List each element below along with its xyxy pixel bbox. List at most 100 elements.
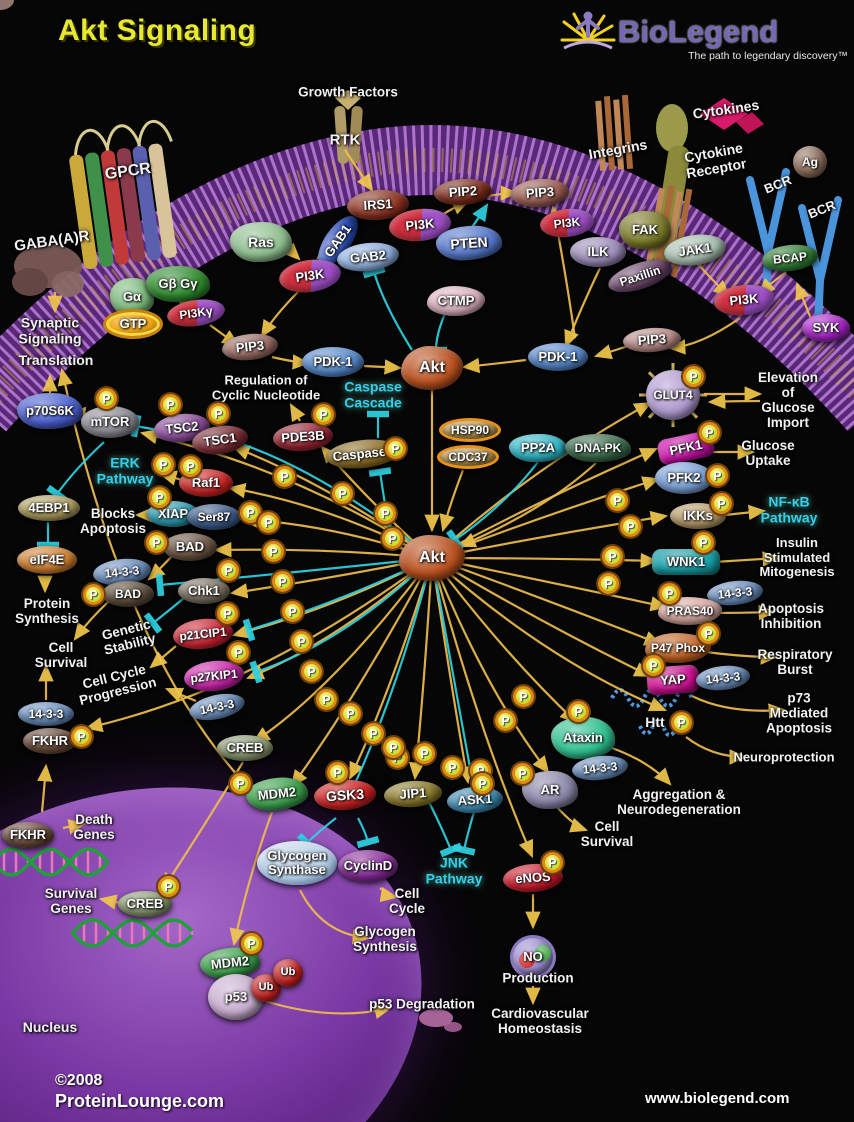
glyc-syn-label: Glycogen Synthase (267, 848, 327, 877)
pfk2-label: PFK2 (667, 470, 701, 486)
activation-arrow-36 (261, 998, 393, 1019)
label-aggregation-neurodegeneration: Aggregation & Neurodegeneration (617, 786, 741, 817)
phospho-badge: P (542, 852, 563, 873)
pi3k-1-label: PI3K (404, 215, 436, 234)
phospho-badge: P (598, 573, 619, 594)
ser87: Ser87 (187, 504, 241, 530)
paxillin-label: Paxillin (617, 262, 663, 289)
proteinlounge-credit: ProteinLounge.com (55, 1091, 225, 1111)
inhibition-arrow-89 (445, 461, 539, 551)
activation-arrow-35 (229, 811, 274, 947)
chk1-label: Chk1 (188, 583, 220, 599)
p21cip1-label: p21CIP1 (178, 624, 228, 644)
inhibition-arrow-87 (430, 557, 486, 796)
phospho-badge: P (313, 404, 334, 425)
eif4e: eIF4E (17, 546, 77, 574)
label-p53-degradation: p53 Degradation (369, 996, 475, 1012)
phospho-badge: P (258, 512, 279, 533)
ataxin-label: Ataxin (563, 730, 603, 746)
ag: Ag (793, 146, 827, 178)
pip3-1-label: PIP3 (525, 184, 555, 202)
mdm2-2-label: MDM2 (210, 953, 250, 973)
fkhr-2: FKHR (2, 822, 54, 848)
pi3k-gamma-label: PI3Kγ (178, 303, 214, 322)
hsp90-label: HSP90 (450, 422, 490, 437)
activation-arrow-38 (299, 889, 371, 945)
activation-arrow-73 (431, 557, 652, 677)
1433-b-label: 14-3-3 (198, 696, 236, 718)
phospho-badge: P (698, 623, 719, 644)
activation-arrow-56 (231, 445, 433, 559)
ub-1-label: Ub (258, 981, 274, 994)
label-growth-factors: Growth Factors (298, 84, 398, 100)
label-synaptic-signaling: Synaptic Signaling (18, 314, 82, 346)
pi3k-3-label: PI3K (728, 290, 760, 309)
phospho-badge: P (301, 661, 322, 682)
activation-arrow-13 (667, 317, 741, 355)
pdk1-1: PDK-1 (302, 347, 364, 377)
phospho-badge: P (659, 583, 680, 604)
syk: SYK (802, 314, 850, 342)
label-genetic-stability: Genetic Stability (100, 616, 158, 658)
label-protein-synthesis: Protein Synthesis (15, 595, 79, 626)
activation-arrow-28 (149, 645, 177, 669)
glyc-syn: Glycogen Synthase (257, 841, 337, 885)
pde3b: PDE3B (272, 420, 334, 454)
akt-2: Akt (399, 535, 465, 581)
phospho-badge: P (149, 487, 170, 508)
ag-label: Ag (802, 154, 818, 169)
hsp90: HSP90 (439, 418, 501, 442)
label-caspase-cascade: Caspase Cascade (344, 378, 402, 410)
no: NO (510, 935, 556, 979)
p70s6k-label: p70S6K (26, 403, 74, 419)
pde3b-label: PDE3B (280, 427, 326, 446)
4ebp1: 4EBP1 (18, 495, 80, 521)
label-gpcr: GPCR (103, 159, 153, 184)
pi3k-2-label: PI3K (294, 266, 326, 286)
syk-label: SYK (812, 320, 840, 336)
gtp: GTP (106, 312, 160, 336)
pi3k-3: PI3K (712, 281, 776, 319)
p47phox-label: P47 Phox (650, 640, 706, 655)
label-bcr: BCR (761, 172, 794, 197)
no-green-molecule (535, 945, 551, 961)
phospho-badge: P (71, 726, 92, 747)
phospho-badge: P (83, 584, 104, 605)
pi3k-4-label: PI3K (552, 214, 581, 232)
activation-arrow-74 (431, 556, 663, 646)
wnk1: WNK1 (652, 549, 720, 575)
phospho-badge: P (327, 762, 348, 783)
fkhr-1-label: FKHR (31, 733, 69, 749)
label-apoptosis-inhibition: Apoptosis Inhibition (758, 600, 824, 631)
yap-label: YAP (659, 671, 687, 689)
1433-f-label: 14-3-3 (581, 758, 618, 777)
phospho-badge: P (711, 493, 732, 514)
bad-1-label: BAD (175, 539, 205, 555)
label-production: Production (502, 970, 574, 986)
1433-e: 14-3-3 (694, 663, 752, 693)
label-p73-mediated-apoptosis: p73 Mediated Apoptosis (766, 690, 832, 736)
activation-arrow-65 (290, 557, 433, 788)
pi3k-4: PI3K (538, 206, 596, 240)
label-cytokine-receptor: Cytokine Receptor (682, 139, 748, 182)
page-title: Akt Signaling (58, 14, 257, 47)
pip2-label: PIP2 (448, 183, 478, 201)
label-cell-survival: Cell Survival (34, 639, 88, 670)
phospho-badge: P (512, 763, 533, 784)
label-blocks-apoptosis: Blocks Apoptosis (80, 505, 146, 536)
phospho-badge: P (699, 422, 720, 443)
label-rtk: RTK (329, 131, 361, 149)
label-cell-survival: Cell Survival (580, 818, 634, 849)
label-cell-cycle: Cell Cycle (388, 885, 426, 916)
4ebp1-label: 4EBP1 (28, 500, 70, 516)
phospho-badge: P (383, 737, 404, 758)
phospho-badge: P (671, 712, 692, 733)
fkhr-1: FKHR (23, 728, 77, 754)
fkhr-2-label: FKHR (9, 827, 47, 843)
activation-arrow-31 (37, 763, 53, 813)
p53-degradation-icon (419, 1009, 462, 1032)
cdc37: CDC37 (437, 445, 499, 469)
phospho-badge: P (160, 394, 181, 415)
